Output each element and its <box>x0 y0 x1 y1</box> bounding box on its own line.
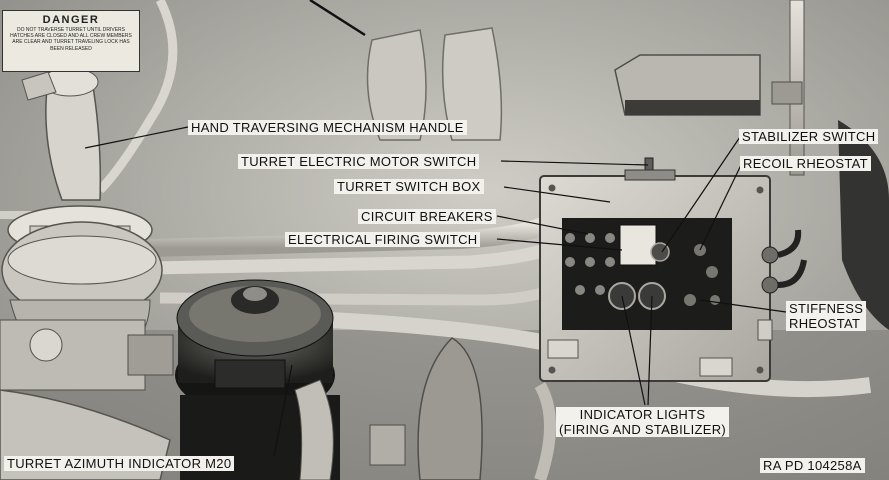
danger-placard: DANGER DO NOT TRAVERSE TURRET UNTIL DRIV… <box>2 10 140 72</box>
leader-motor-switch <box>500 160 649 166</box>
label-indicator-line2: (FIRING AND STABILIZER) <box>559 422 727 437</box>
label-azimuth-indicator: TURRET AZIMUTH INDICATOR M20 <box>4 456 235 471</box>
elbow-pipe <box>294 379 334 480</box>
leader-hand-traversing <box>84 126 189 149</box>
leader-stiffness <box>699 299 787 313</box>
hose-right <box>441 27 503 141</box>
box-connectors <box>757 229 807 341</box>
leader-circuit-breakers <box>496 215 589 235</box>
padding-bottom <box>417 337 483 480</box>
turret-switch-box-body <box>539 157 771 382</box>
hand-traversing-mechanism <box>0 67 174 391</box>
label-stiffness-line1: STIFFNESS <box>789 301 864 316</box>
leader-firing-switch <box>496 238 623 251</box>
right-shadow <box>838 120 889 330</box>
leader-indicator-left <box>621 295 646 406</box>
cable-left <box>96 0 178 194</box>
label-hand-traversing-handle: HAND TRAVERSING MECHANISM HANDLE <box>188 120 467 135</box>
label-switch-box: TURRET SWITCH BOX <box>334 179 484 194</box>
danger-placard-title: DANGER <box>42 14 100 26</box>
leader-azimuth <box>273 364 293 457</box>
leader-stabilizer-switch <box>661 136 741 253</box>
hose-left <box>366 29 427 141</box>
label-stabilizer-switch: STABILIZER SWITCH <box>739 129 879 144</box>
label-circuit-breakers: CIRCUIT BREAKERS <box>358 209 496 224</box>
label-indicator-line1: INDICATOR LIGHTS <box>579 407 706 422</box>
photo-reference: RA PD 104258A <box>760 458 865 473</box>
label-recoil-rheostat: RECOIL RHEOSTAT <box>740 156 871 171</box>
label-stiffness-rheostat: STIFFNESS RHEOSTAT <box>786 301 867 331</box>
leader-recoil-rheostat <box>699 162 743 251</box>
label-motor-switch: TURRET ELECTRIC MOTOR SWITCH <box>238 154 480 169</box>
label-stiffness-line2: RHEOSTAT <box>789 316 861 331</box>
leader-indicator-right <box>647 295 653 406</box>
label-firing-switch: ELECTRICAL FIRING SWITCH <box>285 232 481 247</box>
label-indicator-lights: INDICATOR LIGHTS (FIRING AND STABILIZER) <box>556 407 730 437</box>
leader-switch-box <box>503 186 611 203</box>
danger-placard-text: DO NOT TRAVERSE TURRET UNTIL DRIVERS HAT… <box>10 27 132 52</box>
